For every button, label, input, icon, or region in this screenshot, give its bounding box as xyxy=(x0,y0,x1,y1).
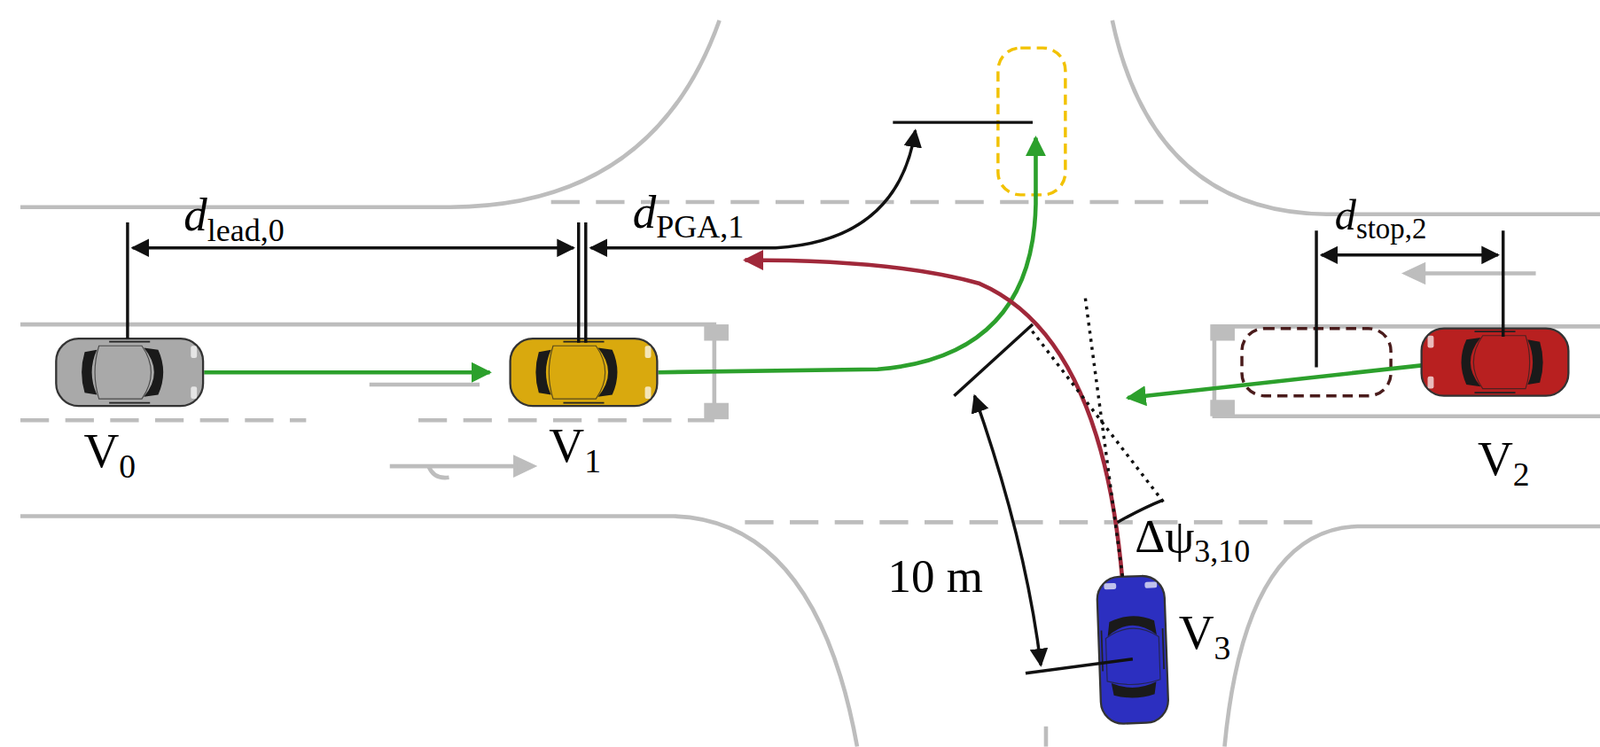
label-text: V xyxy=(83,423,119,478)
subscript-text: 3 xyxy=(1214,630,1232,667)
label-text: V xyxy=(1178,605,1215,660)
label-text: d xyxy=(1334,191,1357,239)
distance-label: dlead,0 xyxy=(183,191,284,246)
label-text: V xyxy=(548,418,585,473)
label-text: d xyxy=(632,186,656,239)
subscript-text: PGA,1 xyxy=(655,209,744,245)
subscript-text: 1 xyxy=(584,443,601,480)
subscript-text: 3,10 xyxy=(1194,533,1250,570)
subscript-text: 2 xyxy=(1513,456,1530,493)
label-text: 10 m xyxy=(888,549,984,602)
distance-label: dstop,2 xyxy=(1334,194,1428,245)
vehicle-label: V3 xyxy=(1178,608,1232,666)
subscript-text: stop,2 xyxy=(1356,213,1427,246)
label-text: d xyxy=(183,188,207,242)
label-text: V xyxy=(1477,431,1514,486)
dimension-label: 10 m xyxy=(888,553,984,601)
vehicle-label: V2 xyxy=(1477,434,1530,492)
subscript-text: 0 xyxy=(118,448,136,485)
distance-label: dPGA,1 xyxy=(632,188,744,243)
vehicle-label: V1 xyxy=(548,421,601,479)
label-text: Δψ xyxy=(1134,510,1195,563)
vehicle-label: V0 xyxy=(83,426,136,484)
angle-label: Δψ3,10 xyxy=(1134,513,1250,568)
subscript-text: lead,0 xyxy=(207,211,285,248)
